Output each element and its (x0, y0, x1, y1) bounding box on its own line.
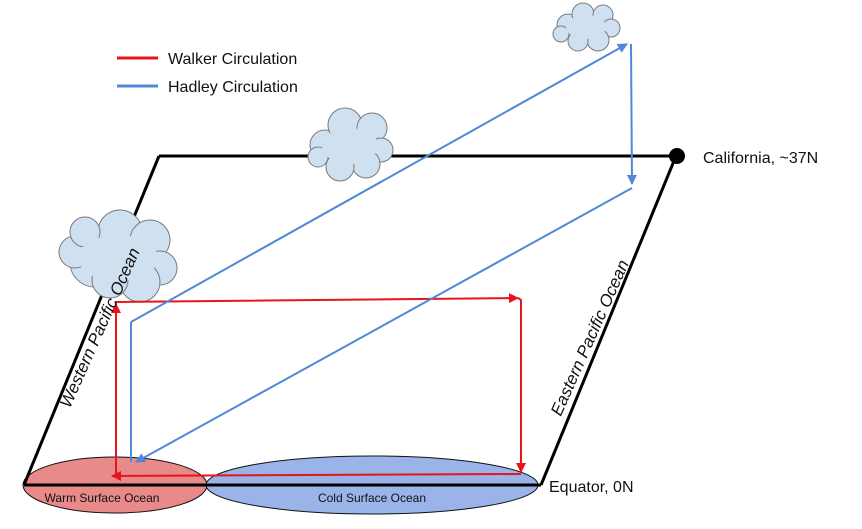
region-outline (22, 154, 678, 487)
hadley-upper-arrow (130, 43, 628, 323)
hadley-surface-return-arrow (135, 187, 633, 463)
walker-descending-arrow (516, 297, 526, 473)
legend: Walker Circulation Hadley Circulation (117, 51, 298, 96)
legend-walker-label: Walker Circulation (168, 51, 297, 68)
equator-label: Equator, 0N (549, 479, 634, 496)
cold-surface-ocean-label: Cold Surface Ocean (318, 491, 426, 505)
cloud-icon (307, 107, 394, 182)
walker-surface-return-arrow (111, 470, 522, 481)
hadley-descending-arrow (626, 43, 637, 185)
location-dot-icon (669, 148, 685, 164)
eastern-pacific-label: Eastern Pacific Ocean (547, 257, 633, 418)
warm-surface-ocean-label: Warm Surface Ocean (45, 491, 160, 505)
legend-hadley-label: Hadley Circulation (168, 79, 298, 96)
hadley-circulation-loop (130, 43, 637, 463)
cloud-icon (552, 2, 621, 52)
california-label: California, ~37N (703, 150, 818, 167)
walker-upper-arrow (115, 293, 519, 475)
walker-circulation-loop (111, 293, 526, 481)
